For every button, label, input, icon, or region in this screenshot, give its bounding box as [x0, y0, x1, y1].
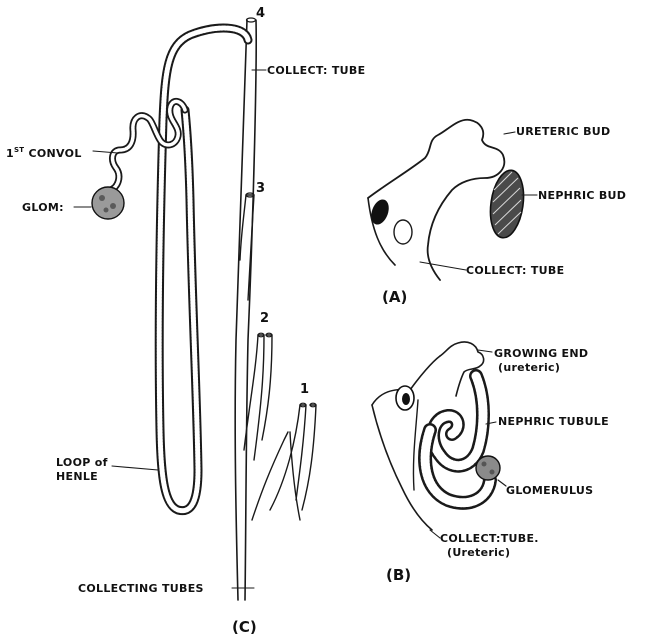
branch-2-a [244, 335, 258, 450]
label-henle: HENLE [56, 470, 98, 483]
label-ureteric-2: (Ureteric) [447, 546, 510, 559]
glomerulus-b-dot [490, 470, 495, 475]
label-collect-tube-c: COLLECT: TUBE [267, 64, 365, 77]
label-nephric-tubule: NEPHRIC TUBULE [498, 415, 609, 428]
label-loop-of: LOOP of [56, 456, 108, 469]
label-collect-tube-a: COLLECT: TUBE [466, 264, 564, 277]
glomerulus-dot [104, 208, 109, 213]
label-collecting-tubes: COLLECTING TUBES [78, 582, 204, 595]
panel-b-drawing [372, 342, 506, 538]
panel-a-drawing [368, 120, 537, 280]
label-collect-tube-b: COLLECT:TUBE. [440, 532, 539, 545]
tube-number-4: 4 [256, 6, 265, 21]
branch-1-d [302, 405, 316, 510]
label-growing-end: GROWING END [494, 347, 588, 360]
first-convoluted-tubule-outer [110, 101, 185, 190]
label-ureteric-bud: URETERIC BUD [516, 125, 610, 138]
branch-cut-a [394, 220, 412, 244]
panel-c-label: (C) [232, 618, 257, 636]
label-glom: GLOM: [22, 201, 64, 214]
glomerulus-b-dot [482, 462, 487, 467]
panel-c-labels: 4 3 2 1 COLLECT: TUBE 1ST CONVOL GLOM: L… [6, 6, 365, 636]
tube-number-1: 1 [300, 382, 309, 397]
glomerulus-dot [99, 195, 105, 201]
tube-number-2: 2 [260, 311, 269, 326]
branch-2-b [254, 335, 264, 460]
collect-tube-b-inner [413, 400, 418, 490]
label-nephric-bud: NEPHRIC BUD [538, 189, 626, 202]
label-first-convol: 1ST CONVOL [6, 146, 82, 160]
label-ureteric: (ureteric) [498, 361, 560, 374]
panel-a-label: (A) [382, 288, 407, 306]
label-glomerulus: GLOMERULUS [506, 484, 593, 497]
glomerulus-c [92, 187, 124, 219]
glomerulus-dot [110, 203, 116, 209]
nephric-bud [486, 168, 527, 240]
tube-number-3: 3 [256, 181, 265, 196]
opening-b-inner [402, 393, 410, 405]
branch-1-a [252, 432, 288, 520]
glomerulus-b [476, 456, 500, 480]
panel-c-drawing [74, 18, 316, 600]
ureteric-bud-outline [368, 120, 504, 280]
panel-b-label: (B) [386, 566, 411, 584]
